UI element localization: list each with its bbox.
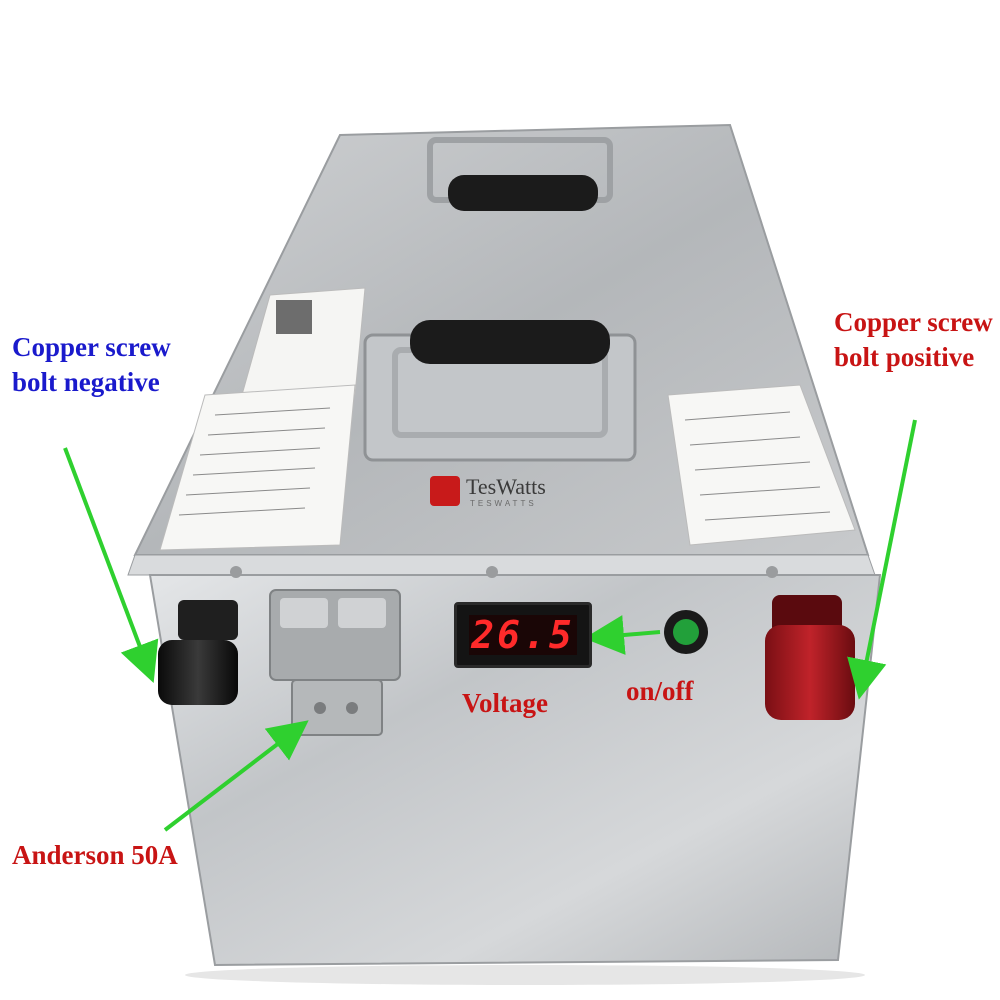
handle-front [363, 320, 637, 462]
brand-name: TesWatts [466, 474, 546, 499]
label-sticker-left [159, 384, 356, 551]
negative-terminal [158, 600, 238, 705]
brand-logo: TesWatts TESWATTS [430, 472, 590, 516]
anderson-connector [269, 589, 401, 736]
label-voltage: Voltage [462, 688, 548, 718]
sticker-text-lines [178, 407, 831, 521]
handle-back [427, 137, 613, 211]
voltage-reading: 26.5 [471, 613, 575, 657]
brand-subtitle: TESWATTS [470, 499, 537, 508]
arrow-positive [847, 419, 917, 700]
label-positive: Copper screw bolt positive [834, 307, 993, 372]
positive-terminal [765, 595, 855, 720]
screw [486, 566, 498, 578]
dragon-logo-icon [430, 476, 460, 506]
arrow-negative [63, 447, 159, 683]
screw [230, 566, 242, 578]
arrow-anderson [163, 720, 309, 832]
shadow [185, 965, 865, 985]
voltage-screen: 26.5 [469, 613, 577, 657]
label-anderson: Anderson 50A [12, 840, 178, 870]
power-switch [664, 610, 708, 654]
label-negative: Copper screw bolt negative [12, 332, 171, 397]
arrow-voltage [584, 615, 661, 655]
qr-code [276, 300, 312, 334]
screw [766, 566, 778, 578]
label-sticker-left-back [239, 287, 366, 403]
voltage-display: 26.5 [454, 602, 592, 668]
annotation-arrows [63, 419, 917, 832]
label-onoff: on/off [626, 676, 694, 706]
